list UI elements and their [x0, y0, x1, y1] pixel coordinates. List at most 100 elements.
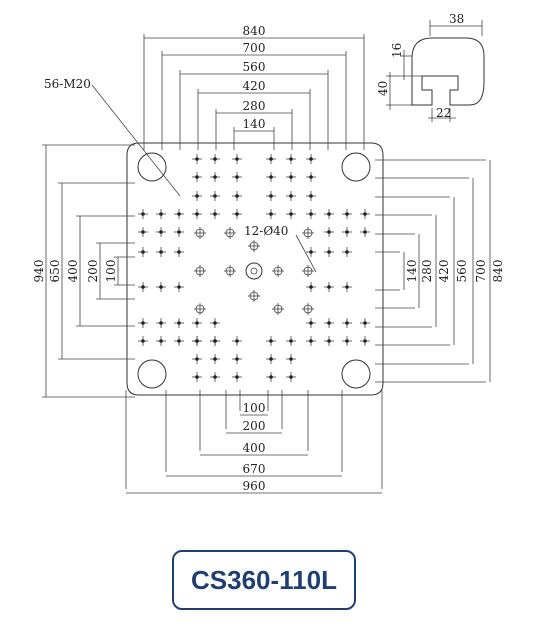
center-bolt-hole	[248, 240, 260, 252]
right-dimension-140: 140	[375, 251, 419, 291]
tapping-hole	[266, 372, 276, 382]
right-dimension-840: 840	[375, 159, 505, 383]
tapping-hole	[232, 372, 242, 382]
tie-bar-holes	[137, 152, 371, 389]
top-dimension-420-label: 420	[243, 79, 266, 93]
tapping-hole	[156, 247, 166, 257]
right-dimension-700-label: 700	[474, 260, 488, 283]
tapping-hole	[192, 336, 202, 346]
tapping-hole	[192, 209, 202, 219]
bottom-dimension-670: 670	[165, 390, 343, 477]
tie-bar-hole-top-left	[137, 152, 167, 182]
tapping-hole	[324, 282, 334, 292]
tapping-hole	[192, 191, 202, 201]
bottom-dimension-200: 200	[225, 390, 283, 434]
tapping-holes-label: 56-M20	[44, 77, 91, 91]
tapping-hole	[342, 318, 352, 328]
left-dimension-940-label: 940	[32, 260, 46, 283]
right-dimension-560-label: 560	[455, 260, 469, 283]
tie-bar-hole-top-right	[341, 152, 371, 182]
bottom-dimension-100-label: 100	[243, 401, 266, 415]
tapping-hole	[192, 172, 202, 182]
center-hole-ring	[250, 267, 258, 275]
tapping-hole	[306, 318, 316, 328]
tapping-hole	[360, 318, 370, 328]
right-dimension-420: 420	[375, 214, 451, 328]
tapping-hole	[156, 282, 166, 292]
tapping-hole	[138, 336, 148, 346]
right-dimension-840-label: 840	[491, 260, 505, 283]
tapping-hole	[324, 318, 334, 328]
left-dimension-940: 940	[32, 144, 135, 398]
tapping-hole	[174, 282, 184, 292]
tapping-hole	[192, 372, 202, 382]
tapping-hole	[156, 209, 166, 219]
tapping-hole	[324, 209, 334, 219]
tie-bar-hole-bottom-left	[137, 359, 167, 389]
tapping-hole	[138, 318, 148, 328]
tapping-hole	[266, 172, 276, 182]
tapping-hole	[156, 227, 166, 237]
tapping-hole	[232, 336, 242, 346]
tapping-hole	[266, 191, 276, 201]
tapping-hole	[306, 336, 316, 346]
tapping-hole	[306, 191, 316, 201]
tapping-hole	[210, 172, 220, 182]
center-holes-label: 12-Ø40	[244, 224, 288, 238]
tslot-dim-slot: 22	[436, 106, 451, 120]
bottom-dimension-100: 100	[239, 390, 269, 416]
top-dimension-140: 140	[233, 117, 275, 150]
center-bolt-hole	[194, 265, 206, 277]
bottom-dimension-400: 400	[199, 390, 309, 456]
tapping-hole	[360, 227, 370, 237]
center-hole-leader-line	[295, 234, 317, 273]
tapping-hole	[286, 336, 296, 346]
right-dimension-140-label: 140	[405, 260, 419, 283]
center-bolt-hole	[272, 265, 284, 277]
left-dimension-400: 400	[66, 215, 135, 327]
tie-bar-hole-bottom-right	[341, 359, 371, 389]
center-bolt-hole	[224, 227, 236, 239]
tapping-hole	[210, 191, 220, 201]
tapping-hole-pattern	[138, 154, 370, 382]
left-dimension-650: 650	[48, 182, 135, 360]
tapping-hole	[306, 154, 316, 164]
left-dimension-650-label: 650	[48, 260, 62, 283]
tslot-dim-neck: 16	[390, 43, 404, 58]
t-slot-profile	[411, 37, 485, 106]
tapping-leader-line	[91, 84, 181, 197]
right-dimension-280: 280	[375, 233, 434, 309]
tapping-hole	[174, 247, 184, 257]
tapping-hole	[324, 247, 334, 257]
left-dimension-200: 200	[86, 242, 135, 300]
bottom-dimension-670-label: 670	[243, 462, 266, 476]
top-dimension-700-label: 700	[243, 41, 266, 55]
platen-outline	[126, 142, 384, 396]
left-dimension-100: 100	[104, 256, 135, 286]
tapping-hole	[266, 209, 276, 219]
tapping-hole	[156, 336, 166, 346]
center-bolt-hole	[248, 290, 260, 302]
tapping-hole	[266, 154, 276, 164]
tapping-hole	[306, 282, 316, 292]
tapping-hole	[210, 372, 220, 382]
top-dimension-280-label: 280	[243, 99, 266, 113]
right-dimension-280-label: 280	[420, 260, 434, 283]
tapping-hole	[286, 154, 296, 164]
tapping-hole	[192, 154, 202, 164]
tapping-hole	[360, 209, 370, 219]
top-dimension-280: 280	[215, 99, 293, 150]
tapping-hole	[342, 282, 352, 292]
tapping-hole	[174, 209, 184, 219]
center-bolt-hole	[194, 227, 206, 239]
tapping-hole	[342, 209, 352, 219]
tapping-hole	[232, 154, 242, 164]
tapping-hole	[192, 354, 202, 364]
tapping-hole	[286, 354, 296, 364]
tapping-hole	[306, 172, 316, 182]
tapping-hole	[286, 172, 296, 182]
tapping-hole	[174, 336, 184, 346]
center-bolt-hole	[194, 303, 206, 315]
center-bolt-hole	[302, 265, 314, 277]
